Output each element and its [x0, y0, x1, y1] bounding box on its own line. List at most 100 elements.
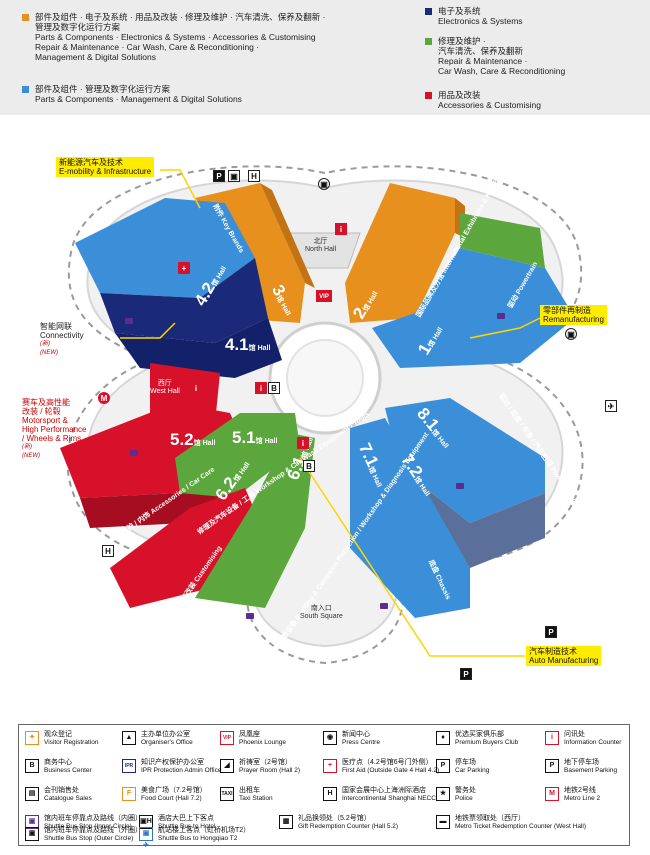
legend-text: 修理及维护 ·: [438, 36, 486, 46]
key-label-en: Business Center: [44, 766, 92, 774]
key-item: ▦礼品换领处（5.2号馆）Gift Redemption Counter (Ha…: [279, 815, 398, 830]
parking-icon: P: [213, 170, 225, 182]
venue-map: [60, 165, 584, 665]
legend-lightblue: 部件及组件 · 管理及数字化运行方案 Parts & Components · …: [22, 84, 322, 104]
legend-orange: 部件及组件 · 电子及系统 · 用品及改装 · 修理及维护 · 汽车清洗、保养及…: [22, 12, 392, 62]
legend-text: Repair & Maintenance · Car Wash, Care & …: [35, 42, 260, 52]
legend-text: 电子及系统: [438, 6, 481, 16]
callout-text: 新能源汽车及技术: [59, 158, 123, 167]
key-label-cn: 警务处: [455, 787, 476, 794]
legend-text: 用品及改装: [438, 90, 481, 100]
hall-unit: 馆 Hall: [193, 440, 216, 447]
west-hall-label: 西厅 West Hall: [150, 380, 180, 396]
outer-shuttle-route: [66, 165, 584, 665]
press-icon: ◉: [323, 731, 337, 745]
vip-icon: VIP: [220, 731, 234, 745]
legend-swatch-orange: [22, 14, 29, 21]
first-aid-icon: +: [178, 262, 190, 274]
place-text: 西厅: [157, 380, 172, 387]
shuttle-bus-icon: ▣: [318, 178, 330, 190]
callout-text: High Performance: [22, 425, 87, 434]
place-text: 南入口: [310, 605, 332, 612]
key-label-en: IPR Protection Admin Office: [141, 766, 222, 774]
hall-4-1[interactable]: [115, 318, 282, 378]
key-label-en: Shuttle Bus Stop (Inner Circle): [44, 822, 132, 830]
key-label-en: Car Parking: [455, 766, 490, 774]
business-center-icon: B: [303, 460, 315, 472]
key-label-en: Catalogue Sales: [44, 794, 92, 802]
key-label-cn: 观众登记: [44, 731, 72, 738]
legend-text: Repair & Maintenance ·: [438, 56, 528, 66]
legend-red: 用品及改装 Accessories & Customising: [425, 90, 541, 110]
parking-icon: P: [436, 759, 450, 773]
legend-text: 部件及组件 · 管理及数字化运行方案: [35, 84, 171, 94]
callout-text: Connectivity: [40, 331, 84, 340]
callout-emobility: 新能源汽车及技术 E-mobility & Infrastructure: [56, 157, 155, 177]
key-label-cn: 馆内班车停靠点及路线（外圈）: [44, 827, 142, 834]
key-item: ▣✈航站楼上客点（虹桥机场T2）Shuttle Bus to Hongqiao …: [139, 827, 250, 849]
hall-5-1[interactable]: [175, 413, 300, 498]
hall-4-2[interactable]: [75, 198, 268, 343]
info-icon: i: [190, 382, 202, 394]
legend-panel: 部件及组件 · 电子及系统 · 用品及改装 · 修理及维护 · 汽车清洗、保养及…: [0, 0, 650, 115]
basement-parking-icon: P: [545, 759, 559, 773]
key-label-cn: 出租车: [239, 787, 260, 794]
legend-text: Parts & Components · Management & Digita…: [35, 94, 242, 104]
hall-6-1[interactable]: [195, 433, 315, 608]
legend-text: Car Wash, Care & Reconditioning: [438, 66, 566, 76]
shuttle-airport-icon: ▣✈: [139, 827, 153, 849]
callout-text: 赛车及高性能: [22, 398, 70, 407]
hall-1[interactable]: [372, 213, 575, 368]
shuttle-bus-icon: ▣: [228, 170, 240, 182]
legend-green: 修理及维护 · 汽车清洗、保养及翻新 Repair & Maintenance …: [425, 36, 565, 76]
callout-auto-manufacturing: 汽车制造技术 Auto Manufacturing: [526, 646, 602, 666]
vip-icon: VIP: [316, 290, 332, 302]
gift-icon: ▦: [279, 815, 293, 829]
hall-7-1[interactable]: [350, 418, 470, 618]
info-icon: i: [255, 382, 267, 394]
callout-text: E-mobility & Infrastructure: [59, 167, 152, 176]
hotel-icon: H: [323, 787, 337, 801]
airport-shuttle-icon: ✈: [605, 400, 617, 412]
new-badge: (新): [40, 341, 50, 347]
key-label-en: Information Counter: [564, 738, 622, 746]
key-label-cn: 馆内班车停靠点及路线（内圈）: [44, 815, 142, 822]
key-label-cn: 酒店大巴上下客点: [158, 815, 214, 822]
place-text: South Square: [300, 613, 343, 620]
hall-8-1[interactable]: [385, 398, 545, 523]
legend-text: Management & Digital Solutions: [35, 52, 156, 62]
key-label-cn: 问讯处: [564, 731, 585, 738]
key-label-cn: 商务中心: [44, 759, 72, 766]
callout-motorsport: 赛车及高性能 改装 / 轮毂 Motorsport & High Perform…: [22, 398, 86, 461]
hall-unit: 馆 Hall: [255, 438, 278, 445]
new-badge: (NEW): [40, 350, 58, 356]
callout-leaders: [120, 169, 541, 657]
hall-number: 5.2: [170, 430, 194, 449]
info-icon: i: [545, 731, 559, 745]
key-label-cn: 地铁2号线: [564, 787, 596, 794]
key-label: 馆内班车停靠点及路线（内圈）Shuttle Bus Stop (Inner Ci…: [44, 815, 142, 830]
north-hall-label: 北厅 North Hall: [305, 238, 336, 254]
metro-icon: M: [545, 787, 559, 801]
hall-5-1-label: 5.1馆 Hall: [232, 428, 277, 448]
metro-ticket-icon: ▬: [436, 815, 450, 829]
business-center-icon: B: [25, 759, 39, 773]
hall-4-1-label: 4.1馆 Hall: [225, 335, 270, 355]
key-label-en: Police: [455, 794, 473, 802]
key-label-cn: 新闻中心: [342, 731, 370, 738]
legend-swatch-red: [425, 92, 432, 99]
hall-6-2[interactable]: [110, 488, 260, 608]
